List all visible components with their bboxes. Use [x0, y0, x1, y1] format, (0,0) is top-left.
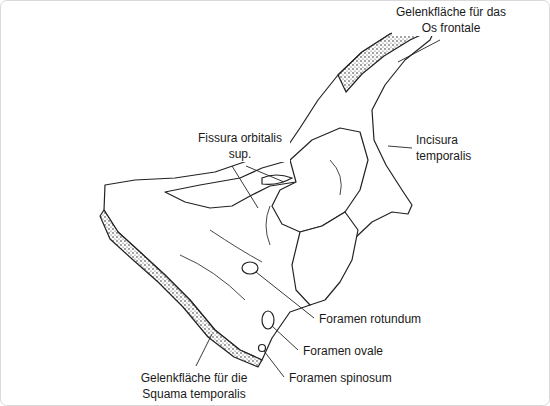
part-label: Gelenkfläche für das Os frontale: [392, 4, 510, 36]
part-label: Gelenkfläche für die Squama temporalis: [122, 370, 266, 402]
leader-line: [196, 334, 212, 366]
leader-line: [398, 40, 440, 62]
leader-line: [232, 166, 258, 208]
foramen-spinosum: [259, 345, 266, 352]
leader-line: [264, 351, 284, 377]
greater-wing: [104, 18, 440, 360]
foramen-rotundum: [242, 262, 258, 274]
articular-surface-squama: [100, 210, 262, 367]
part-label: Fissura orbitalis sup.: [190, 130, 290, 162]
leader-line: [388, 146, 412, 148]
leader-line: [272, 326, 298, 350]
part-label: Foramen ovale: [301, 343, 385, 359]
pterygoid-process: [292, 212, 358, 305]
ridge: [210, 230, 262, 262]
leader-line: [246, 166, 284, 182]
ridge: [266, 206, 270, 245]
part-label: Foramen spinosum: [287, 370, 394, 386]
part-label: Foramen rotundum: [317, 311, 423, 327]
ridge: [180, 255, 245, 300]
leader-line: [256, 272, 314, 318]
fissura-orbitalis: [262, 175, 292, 184]
ridge: [330, 160, 341, 195]
part-label: Incisura temporalis: [414, 132, 498, 164]
